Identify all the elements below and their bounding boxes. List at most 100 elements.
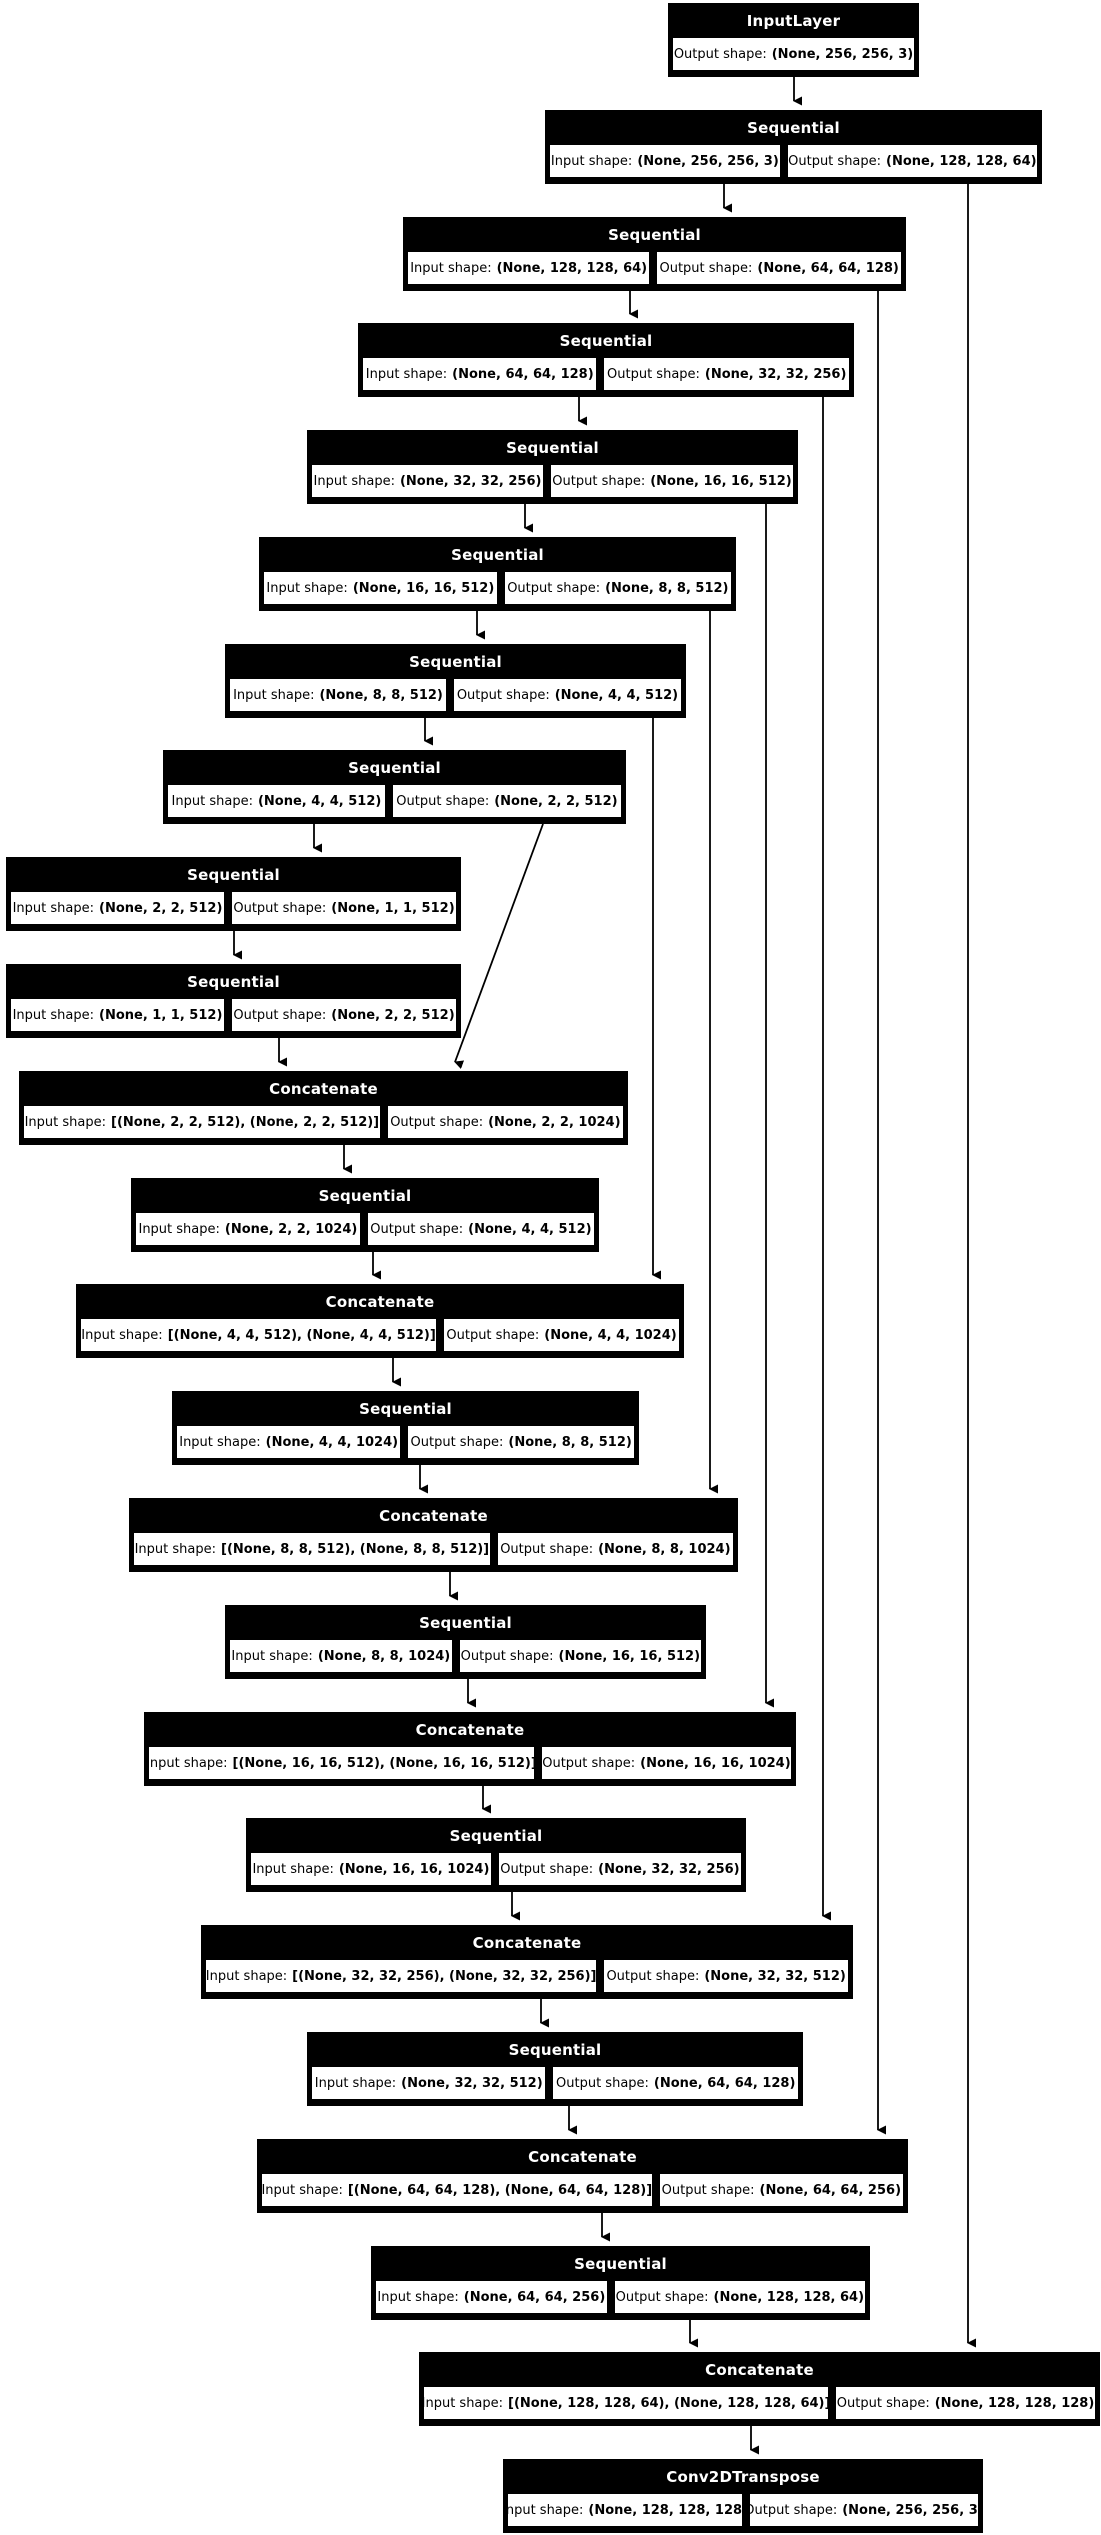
shape-row: Input shape: (None, 1, 1, 512) Output shap… <box>10 998 457 1032</box>
output-shape-cell: Output shape:(None, 4, 4, 512) <box>452 678 682 712</box>
shape-row: Input shape:(None, 2, 2, 512)Output shap… <box>10 891 457 925</box>
output-shape-cell: Output shape:(None, 16, 16, 512) <box>549 464 794 498</box>
shape-label: Input shape: <box>313 473 395 489</box>
input-shape-cell: Input shape:[(None, 32, 32, 256), (None,… <box>205 1959 598 1993</box>
shape-row: Input shape:[(None, 64, 64, 128), (None,… <box>261 2173 904 2207</box>
shape-label: Input shape: <box>423 2395 504 2411</box>
output-shape-cell: Output shape:(None, 64, 64, 128) <box>552 2066 799 2100</box>
shape-value: (None, 256, 256, 3) <box>771 46 914 62</box>
input-shape-cell: Input shape:(None, 8, 8, 512) <box>229 678 447 712</box>
layer-type-label: Sequential <box>574 2254 667 2273</box>
shape-value: (None, 4, 4, 1024) <box>265 1434 399 1450</box>
shape-label: Output shape: <box>460 1648 554 1664</box>
output-shape-cell: Output shape:(None, 2, 2, 512) <box>230 998 457 1032</box>
shape-label: Input shape: <box>377 2289 459 2305</box>
input-shape-cell: Input shape:[(None, 2, 2, 512), (None, 2… <box>23 1105 381 1139</box>
shape-value: (None, 16, 16, 512) <box>558 1648 701 1664</box>
shape-label: Output shape: <box>788 153 882 169</box>
shape-value: (None, 8, 8, 512) <box>605 580 729 596</box>
shape-label: Input shape: <box>24 1114 106 1130</box>
input-shape-cell: Input shape:(None, 16, 16, 1024) <box>250 1852 492 1886</box>
shape-value: (None, 4, 4, 512) <box>257 793 382 809</box>
shape-value: (None, 256, 256, 3) <box>842 2502 979 2518</box>
shape-label: Output shape: <box>410 1434 504 1450</box>
shape-value: (None, 64, 64, 128) <box>653 2075 796 2091</box>
output-shape-cell: Output shape:(None, 32, 32, 256) <box>603 357 850 391</box>
shape-value: (None, 128, 128, 64) <box>886 153 1037 169</box>
shape-value: (None, 4, 4, 512) <box>468 1221 592 1237</box>
shape-row: Input shape:[(None, 128, 128, 64), (None… <box>423 2386 1096 2420</box>
shape-value: (None, 4, 4, 1024) <box>544 1327 677 1343</box>
layer-type-label: Sequential <box>506 438 599 457</box>
shape-row: Output shape:(None, 256, 256, 3) <box>672 37 915 71</box>
shape-label: Input shape: <box>252 1861 334 1877</box>
layer-type-label: Sequential <box>419 1613 512 1632</box>
shape-value: (None, 128, 128, 64) <box>496 260 648 276</box>
shape-value: (None, 64, 64, 128) <box>757 260 899 276</box>
shape-value: (None, 1, 1, 512) <box>331 900 455 916</box>
layer-type-label: Sequential <box>608 225 701 244</box>
shape-value: [(None, 128, 128, 64), (None, 128, 128, … <box>508 2395 830 2411</box>
shape-value: (None, 32, 32, 512) <box>401 2075 543 2091</box>
shape-label: Input shape: <box>261 2182 343 2198</box>
output-shape-cell: Output shape:(None, 64, 64, 128) <box>656 251 902 285</box>
shape-value: [(None, 8, 8, 512), (None, 8, 8, 512)] <box>221 1541 490 1557</box>
shape-row: Input shape:[(None, 2, 2, 512), (None, 2… <box>23 1105 624 1139</box>
shape-label: Input shape: <box>81 1327 163 1343</box>
layer-type-label: Sequential <box>451 545 544 564</box>
shape-value: (None, 32, 32, 256) <box>598 1861 740 1877</box>
shape-row: Input shape:(None, 16, 16, 1024)Output s… <box>250 1852 742 1886</box>
layer-type-label: Concatenate <box>528 2147 637 2166</box>
shape-value: (None, 128, 128, 64) <box>713 2289 865 2305</box>
shape-label: Input shape: <box>12 900 94 916</box>
shape-label: Output shape: <box>396 793 490 809</box>
layer-type-label: Sequential <box>449 1826 543 1845</box>
input-shape-cell: Input shape: (None, 1, 1, 512) <box>10 998 225 1032</box>
shape-value: (None, 8, 8, 512) <box>508 1434 632 1450</box>
shape-label: Input shape: <box>179 1434 261 1450</box>
output-shape-cell: Output shape:(None, 16, 16, 512) <box>458 1639 702 1673</box>
layer-type-label: Concatenate <box>379 1506 488 1525</box>
output-shape-cell: Output shape:(None, 256, 256, 3) <box>672 37 915 71</box>
shape-value: (None, 4, 4, 512) <box>554 687 679 703</box>
shape-value: (None, 32, 32, 256) <box>704 366 847 382</box>
layer-type-label: Sequential <box>359 1399 452 1418</box>
shape-value: [(None, 16, 16, 512), (None, 16, 16, 512… <box>232 1755 535 1771</box>
input-shape-cell: Input shape:(None, 32, 32, 512) <box>311 2066 547 2100</box>
shape-value: (None, 16, 16, 1024) <box>338 1861 490 1877</box>
output-shape-cell: Output shape:(None, 8, 8, 512) <box>503 571 732 605</box>
shape-value: (None, 1, 1, 512) <box>99 1007 223 1023</box>
shape-label: Input shape: <box>12 1007 94 1023</box>
shape-label: Input shape: <box>171 793 253 809</box>
layer-type-label: Concatenate <box>325 1292 435 1311</box>
shape-label: Output shape: <box>661 2182 755 2198</box>
output-shape-cell: Output shape:(None, 32, 32, 512) <box>603 1959 849 1993</box>
layer-type-label: Sequential <box>348 758 441 777</box>
input-shape-cell: Input shape:[(None, 4, 4, 512), (None, 4… <box>80 1318 438 1352</box>
input-shape-cell: Input shape:(None, 256, 256, 3) <box>549 144 781 178</box>
shape-value: [(None, 64, 64, 128), (None, 64, 64, 128… <box>347 2182 653 2198</box>
output-shape-cell: Output shape:(None, 32, 32, 256) <box>497 1852 742 1886</box>
output-shape-cell: Output shape:(None, 64, 64, 256) <box>658 2173 904 2207</box>
shape-row: Input shape:[(None, 16, 16, 512), (None,… <box>148 1746 792 1780</box>
shape-label: Output shape: <box>500 1541 594 1557</box>
shape-value: (None, 2, 2, 512) <box>331 1007 455 1023</box>
shape-value: (None, 8, 8, 1024) <box>317 1648 451 1664</box>
shape-row: Input shape:(None, 64, 64, 256)Output sh… <box>375 2280 866 2314</box>
shape-value: (None, 2, 2, 1024) <box>488 1114 621 1130</box>
shape-row: Input shape:(None, 16, 16, 512)Output sh… <box>263 571 732 605</box>
shape-label: Output shape: <box>446 1327 540 1343</box>
output-shape-cell: Output shape:(None, 128, 128, 64) <box>613 2280 866 2314</box>
input-shape-cell: Input shape:[(None, 8, 8, 512), (None, 8… <box>133 1532 491 1566</box>
